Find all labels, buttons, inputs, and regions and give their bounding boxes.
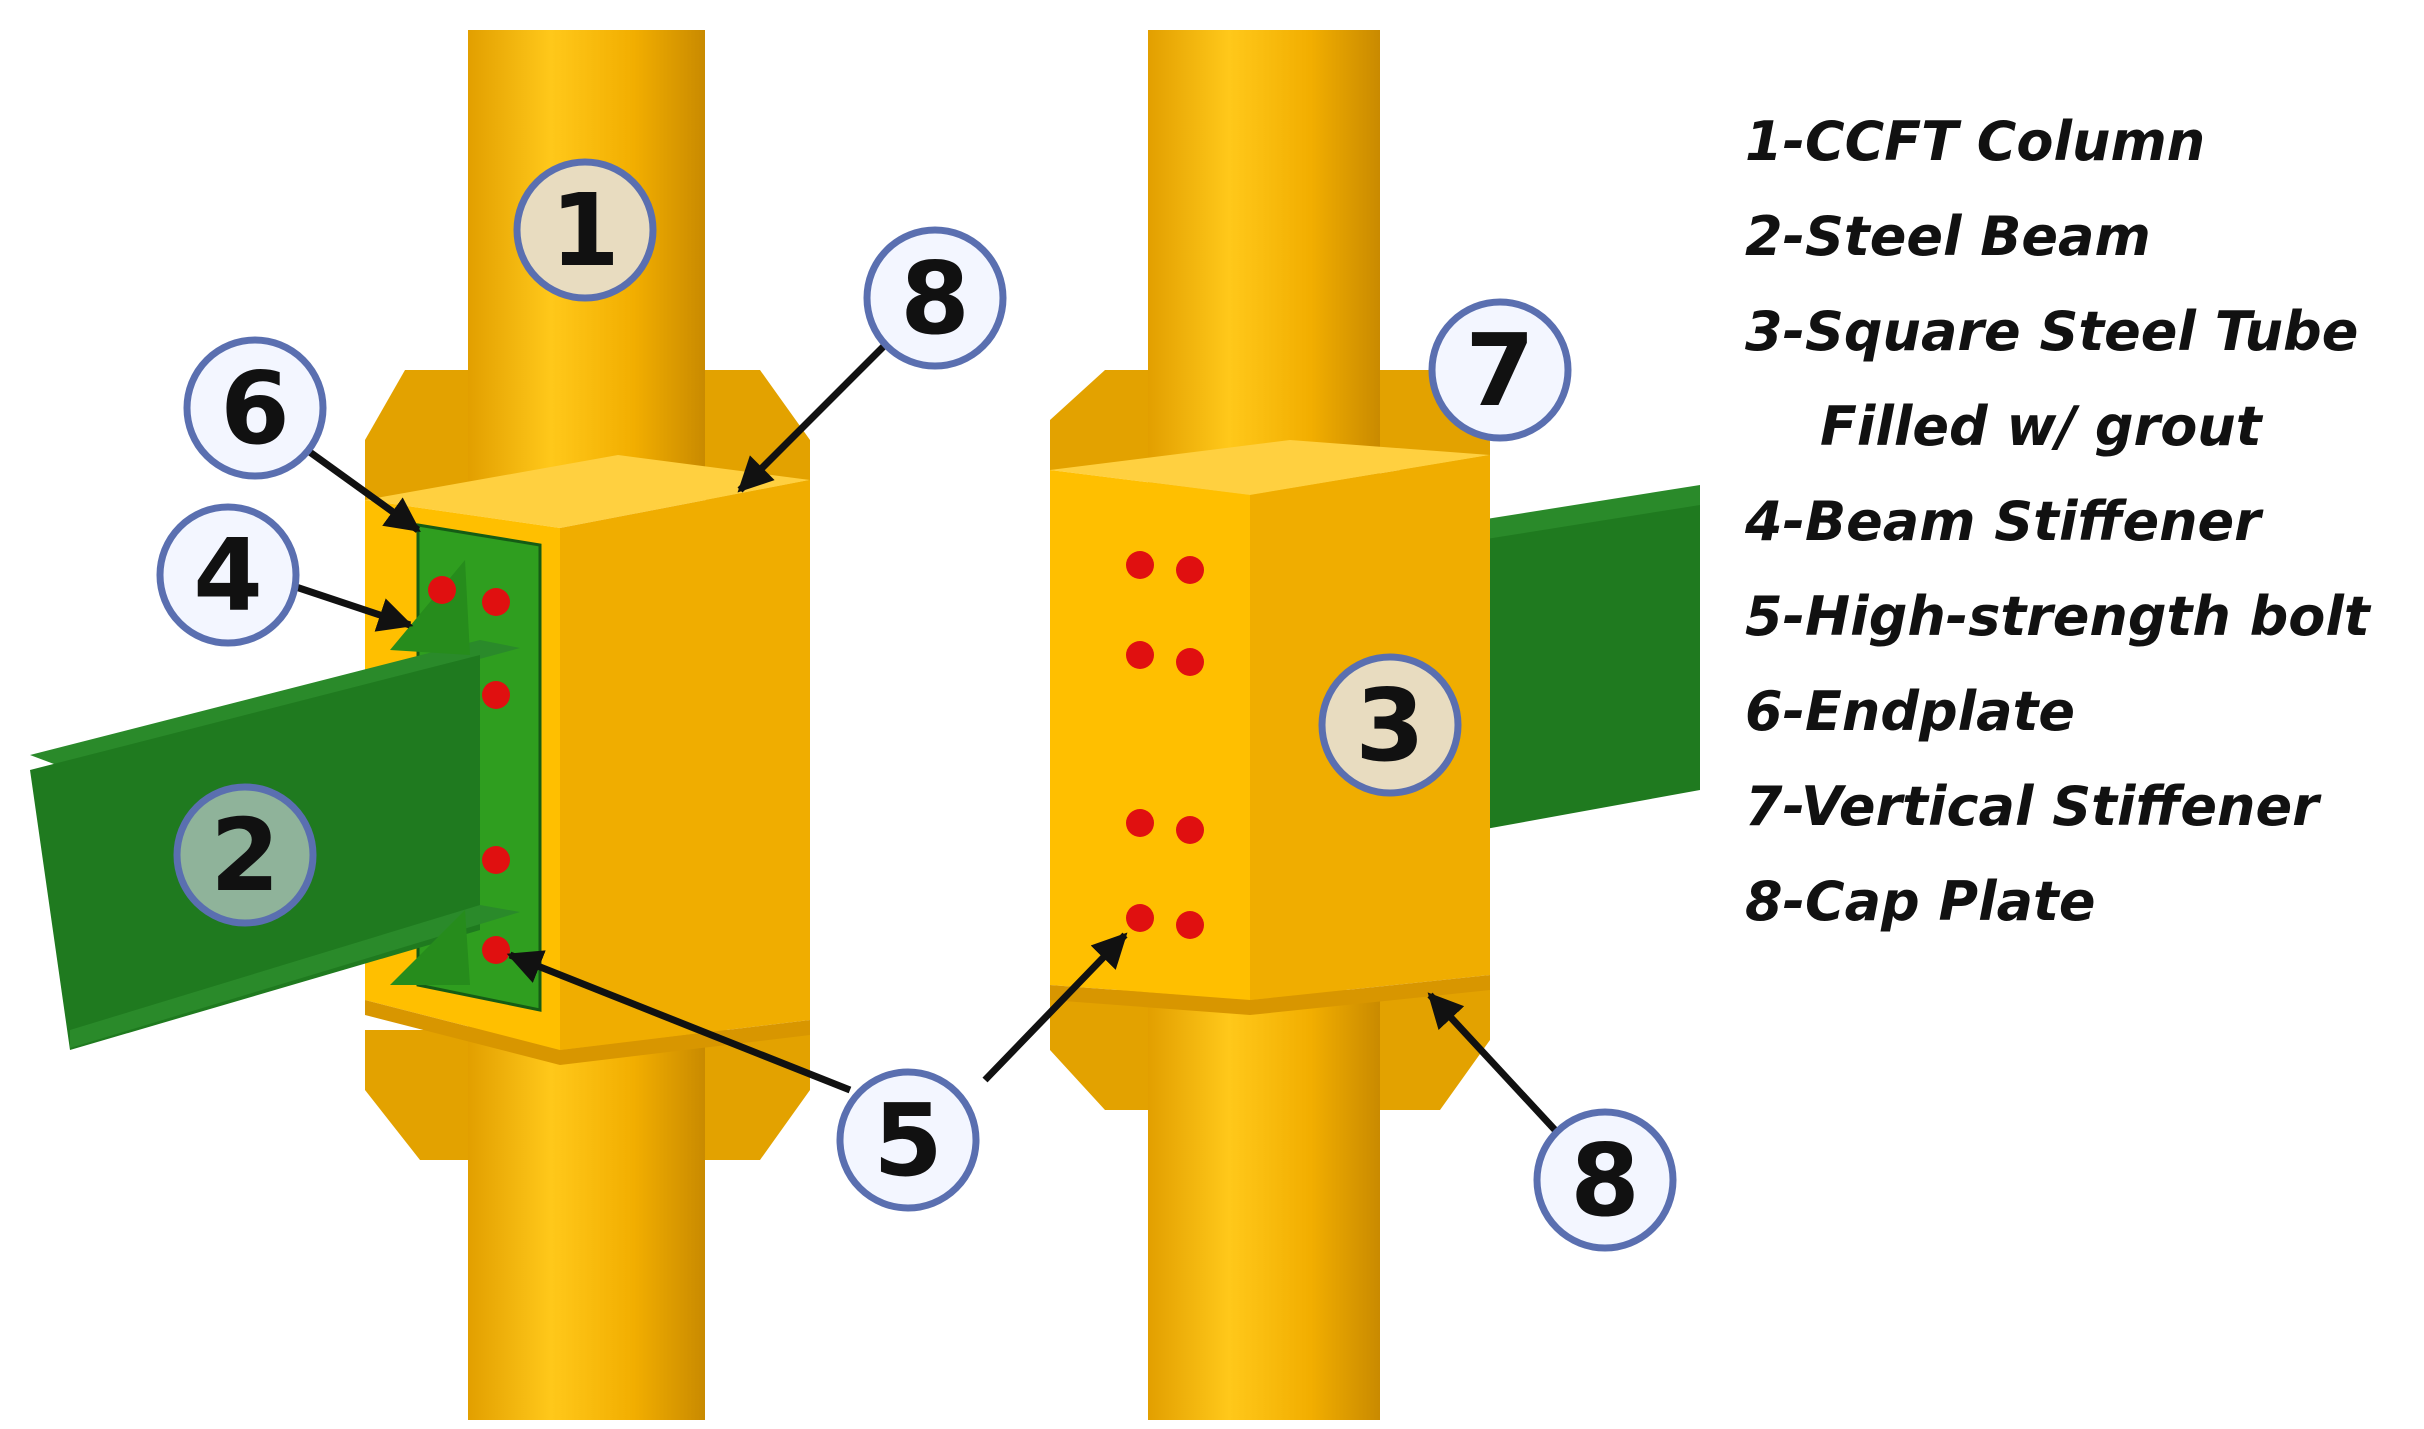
callout-number: 1: [550, 172, 620, 289]
callout-circle: [1318, 653, 1462, 797]
legend-item: 6-Endplate: [1745, 680, 2076, 743]
callout-circle: [1533, 1108, 1677, 1252]
left-beam-bottom-flange: [70, 905, 520, 1048]
left-column-bottom: [468, 1020, 705, 1420]
bolt: [482, 681, 510, 709]
right-tube-front: [1050, 470, 1250, 1000]
callout-8-top: 8: [863, 226, 1007, 370]
arrow-4: [288, 581, 414, 632]
legend-item: 2-Steel Beam: [1745, 205, 2151, 268]
callout-3: 3: [1318, 653, 1462, 797]
bolt: [1176, 816, 1204, 844]
callout-2: 2: [173, 783, 317, 927]
bolt: [482, 588, 510, 616]
bolt: [1126, 904, 1154, 932]
right-beam-behind: [1480, 500, 1700, 830]
callout-number: 5: [873, 1082, 943, 1199]
left-cap-plate-bottom: [365, 1000, 810, 1065]
callout-number: 4: [193, 517, 263, 634]
legend-item: 7-Vertical Stiffener: [1745, 775, 2319, 838]
legend-item: 4-Beam Stiffener: [1745, 490, 2261, 553]
left-assembly: [30, 30, 810, 1420]
right-bolts: [1126, 551, 1204, 939]
right-vertical-stiffener-top: [1050, 370, 1148, 470]
legend-item: 3-Square Steel Tube: [1745, 300, 2359, 363]
left-cap-plate-top: [365, 455, 810, 528]
leader-arrows: [288, 342, 1558, 1133]
bolt: [1126, 809, 1154, 837]
right-vertical-stiffener-top-r: [1380, 370, 1490, 470]
left-vertical-stiffener-top-r: [705, 370, 810, 500]
callout-number: 8: [1570, 1122, 1640, 1239]
callout-circle: [1428, 298, 1572, 442]
bolt: [1176, 556, 1204, 584]
bolt: [482, 846, 510, 874]
right-vertical-stiffener-bottom: [1050, 990, 1148, 1110]
callout-number: 3: [1355, 667, 1425, 784]
left-vertical-stiffener-top: [365, 370, 468, 500]
legend-item: 5-High-strength bolt: [1745, 585, 2370, 648]
arrow-5-left: [506, 950, 852, 1094]
bolt: [1126, 641, 1154, 669]
arrow-8-top: [737, 342, 888, 493]
callout-number: 6: [220, 350, 290, 467]
bolt: [1176, 648, 1204, 676]
left-bolts: [428, 576, 510, 964]
callout-6: 6: [183, 336, 327, 480]
callout-1: 1: [513, 158, 657, 302]
callout-8-bottom: 8: [1533, 1108, 1677, 1252]
callout-circle: [836, 1068, 980, 1212]
left-vertical-stiffener-bottom: [365, 1030, 468, 1160]
left-beam-stiffener-bottom: [390, 910, 470, 985]
callout-circle: [513, 158, 657, 302]
callout-4: 4: [156, 503, 300, 647]
arrow-5-right: [982, 932, 1128, 1083]
right-cap-plate-top: [1050, 440, 1490, 495]
left-tube-side: [560, 480, 810, 1050]
callout-5: 5: [836, 1068, 980, 1212]
callout-circle: [173, 783, 317, 927]
callout-number: 8: [900, 240, 970, 357]
bolt: [428, 576, 456, 604]
legend-item: 8-Cap Plate: [1745, 870, 2096, 933]
callout-7: 7: [1428, 298, 1572, 442]
arrow-8-bottom: [1427, 992, 1558, 1133]
right-beam-top-flange: [1480, 485, 1700, 540]
right-cap-plate-bottom: [1050, 975, 1490, 1015]
left-beam-top-flange: [30, 640, 520, 770]
bolt: [1126, 551, 1154, 579]
callout-circle: [156, 503, 300, 647]
right-column-top: [1148, 30, 1380, 500]
callout-number: 7: [1465, 312, 1535, 429]
legend-item: Filled w/ grout: [1820, 395, 2262, 458]
left-vertical-stiffener-bottom-r: [705, 1030, 810, 1160]
callout-circle: [183, 336, 327, 480]
arrow-6: [297, 442, 421, 533]
legend-item: 1-CCFT Column: [1745, 110, 2206, 173]
right-vertical-stiffener-bottom-r: [1380, 990, 1490, 1110]
right-assembly: [1050, 30, 1700, 1420]
right-column-bottom: [1148, 990, 1380, 1420]
callout-circle: [863, 226, 1007, 370]
bolt: [1176, 911, 1204, 939]
bolt: [482, 936, 510, 964]
callout-number: 2: [210, 797, 280, 914]
